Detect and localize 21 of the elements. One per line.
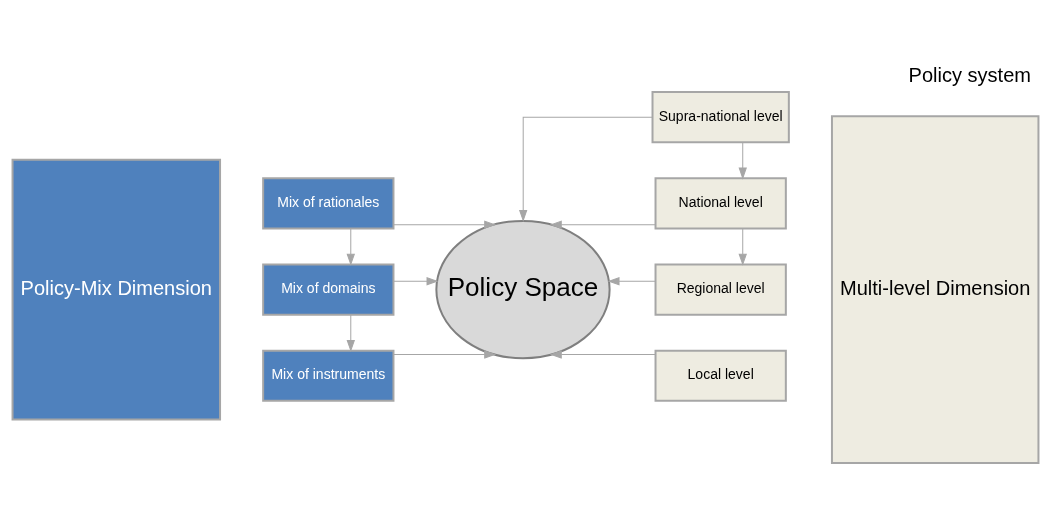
arrow [346, 314, 355, 352]
arrow [393, 220, 496, 229]
node-box: National level [654, 177, 787, 230]
arrow [738, 142, 747, 179]
arrow [550, 220, 656, 229]
arrow [393, 350, 496, 359]
arrow [346, 228, 355, 265]
arrow [550, 350, 656, 359]
node-box: Mix of instruments [262, 349, 395, 402]
arrow [393, 277, 438, 286]
node-box: Policy-Mix Dimension [11, 158, 222, 421]
arrow [738, 228, 747, 265]
node-box: Supra-national level [651, 91, 790, 144]
node-box: Regional level [654, 263, 787, 316]
diagram-title: Policy system [908, 64, 1032, 87]
arrow [519, 116, 653, 221]
node-box: Local level [654, 349, 787, 402]
node-box: Mix of rationales [262, 177, 395, 230]
node-box: Mix of domains [262, 263, 395, 316]
node-box: Multi-level Dimension [830, 115, 1040, 464]
arrow [608, 277, 656, 286]
